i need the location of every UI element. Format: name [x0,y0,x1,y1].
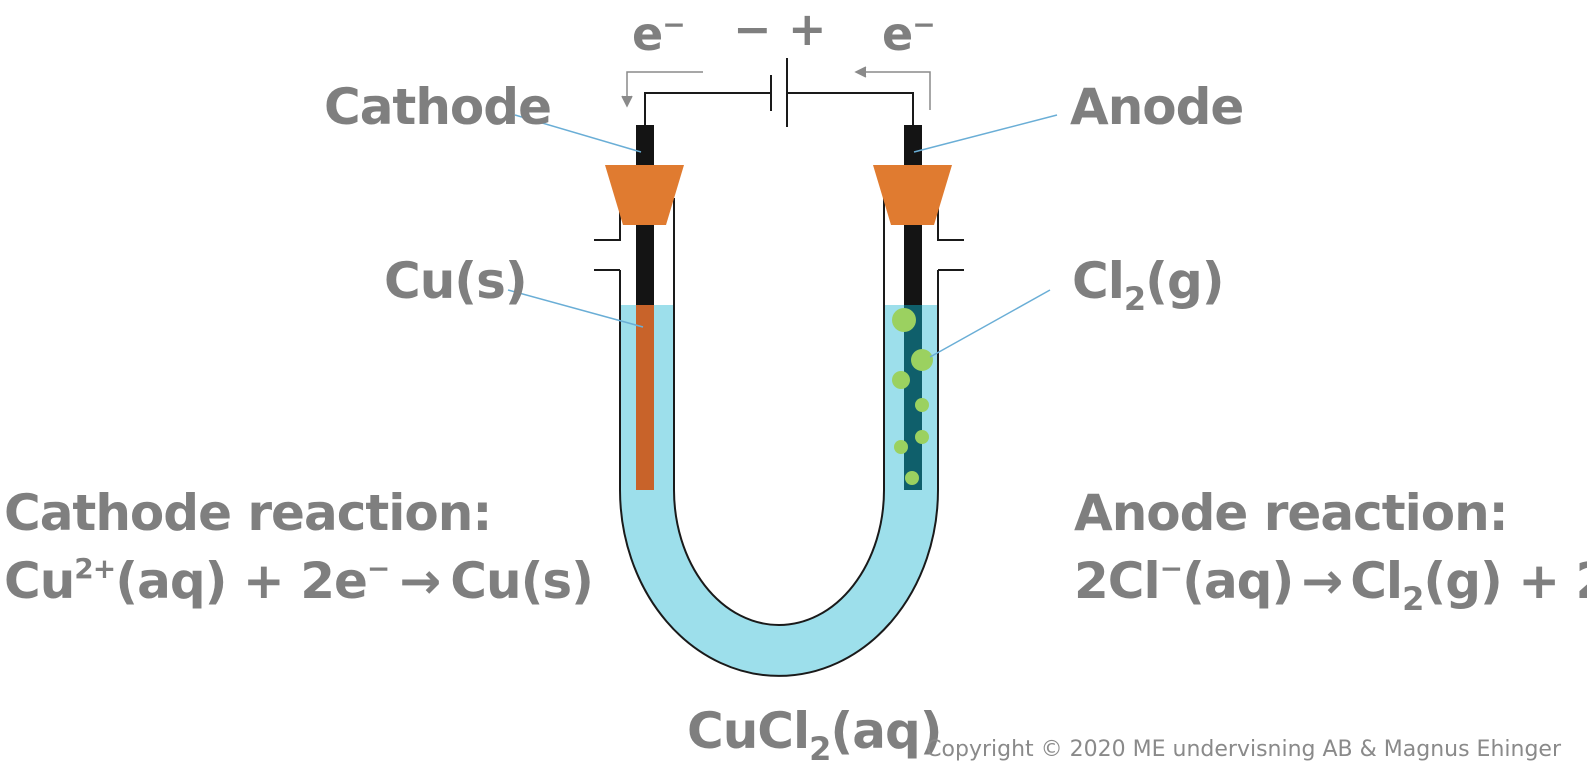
cathode-stopper [605,165,684,225]
electron-label-left: e− [632,7,685,61]
electron-arrow-right [854,66,931,110]
wire-left [644,92,771,125]
bubble [905,471,919,485]
u-tube-left-lip [594,198,621,271]
bubble [892,308,916,332]
cl2-leader [929,289,1051,358]
anode-label: Anode [1070,78,1243,136]
leader-lines [507,114,1058,358]
copper-solid-label: Cu(s) [384,252,527,310]
bubble [915,398,929,412]
u-tube-inner-wall [673,198,885,626]
electron-arrow-left [621,71,703,108]
copper-deposit [636,305,654,490]
cathode-leader [514,114,642,153]
cu-leader [507,289,644,328]
u-tube-right-lip [937,198,964,271]
bubble [894,440,908,454]
anode-immersed [904,305,922,490]
battery-plus-label: + [788,2,826,56]
chlorine-bubbles [892,308,933,485]
wire-right [787,92,914,125]
cathode-reaction-equation: Cu2+(aq) + 2e−→Cu(s) [4,552,593,610]
u-tube-outer-wall [619,270,939,677]
bubble [911,349,933,371]
cathode-reaction-title: Cathode reaction: [4,484,491,542]
bubble [892,371,910,389]
anode-stopper [873,165,952,225]
solution-label: CuCl2(aq) [687,702,942,768]
solution-fill [620,305,938,676]
anode-reaction-equation: 2Cl−(aq)→Cl2(g) + 2e− [1074,552,1587,618]
cathode-label: Cathode [324,78,551,136]
battery-minus-label: − [733,2,771,56]
anode-reaction-title: Anode reaction: [1074,484,1508,542]
chlorine-gas-label: Cl2(g) [1072,252,1224,318]
anode-leader [913,114,1058,153]
electron-label-right: e− [882,7,935,61]
copyright-text: Copyright © 2020 ME undervisning AB & Ma… [926,737,1562,762]
bubble [915,430,929,444]
